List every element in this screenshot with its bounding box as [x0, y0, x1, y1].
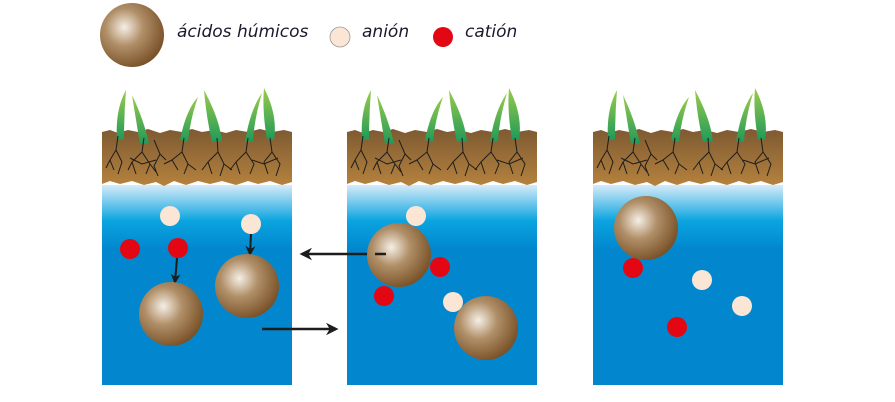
anion-particle	[160, 206, 180, 226]
panel-2-particles	[367, 206, 518, 360]
humic-acid-particle	[367, 223, 431, 287]
anion-particle	[732, 296, 752, 316]
anion-particle	[406, 206, 426, 226]
cation-dot-icon	[433, 27, 453, 47]
binding-arrow	[245, 233, 256, 256]
anion-particle	[692, 270, 712, 290]
cation-particle	[667, 317, 687, 337]
legend-graphics	[100, 3, 453, 67]
humic-acid-particle	[614, 196, 678, 260]
humic-acid-particle	[139, 282, 203, 346]
cation-particle	[168, 238, 188, 258]
anion-particle	[443, 292, 463, 312]
legend-label-humic: ácidos húmicos	[177, 22, 309, 42]
cation-particle	[430, 257, 450, 277]
cation-particle	[623, 258, 643, 278]
legend: ácidos húmicos anión catión	[0, 0, 895, 80]
panel-3-particles	[614, 196, 752, 337]
binding-arrow	[170, 257, 181, 284]
panel-1-particles	[120, 206, 279, 346]
humic-acid-sphere-icon	[100, 3, 164, 67]
cation-particle	[374, 286, 394, 306]
cation-particle	[120, 239, 140, 259]
legend-label-cation: catión	[465, 22, 518, 42]
anion-dot-icon	[329, 26, 351, 48]
humic-acid-particle	[454, 296, 518, 360]
legend-label-anion: anión	[362, 22, 410, 42]
humic-acid-particle	[215, 254, 279, 318]
panel-before-binding	[101, 87, 293, 386]
anion-particle	[241, 214, 261, 234]
